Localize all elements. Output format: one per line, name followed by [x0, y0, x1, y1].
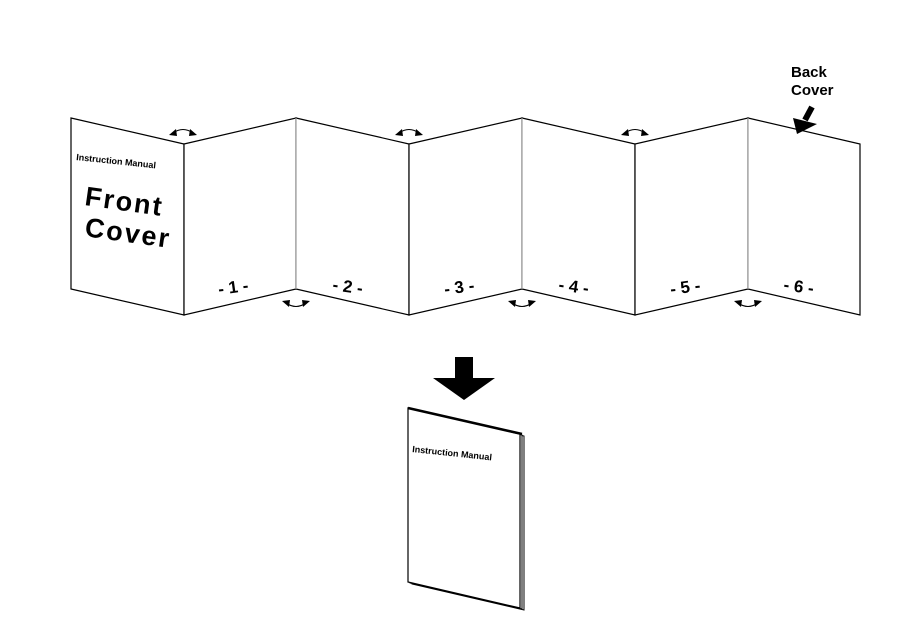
fold-arrow-icon [169, 129, 197, 136]
folded-booklet: Instruction Manual [408, 408, 524, 610]
pointer-arrow-icon [793, 107, 817, 134]
back-cover-line2: Cover [791, 82, 834, 99]
fold-arrow-icon [508, 300, 536, 307]
fold-arrow-icon [734, 300, 762, 307]
fold-arrow-icon [395, 129, 423, 136]
fold-arrow-icon [282, 300, 310, 307]
back-cover-label: Back Cover [791, 64, 834, 134]
back-cover-line1: Back [791, 64, 828, 81]
fold-arrow-icon [621, 129, 649, 136]
down-arrow-icon [433, 357, 495, 400]
